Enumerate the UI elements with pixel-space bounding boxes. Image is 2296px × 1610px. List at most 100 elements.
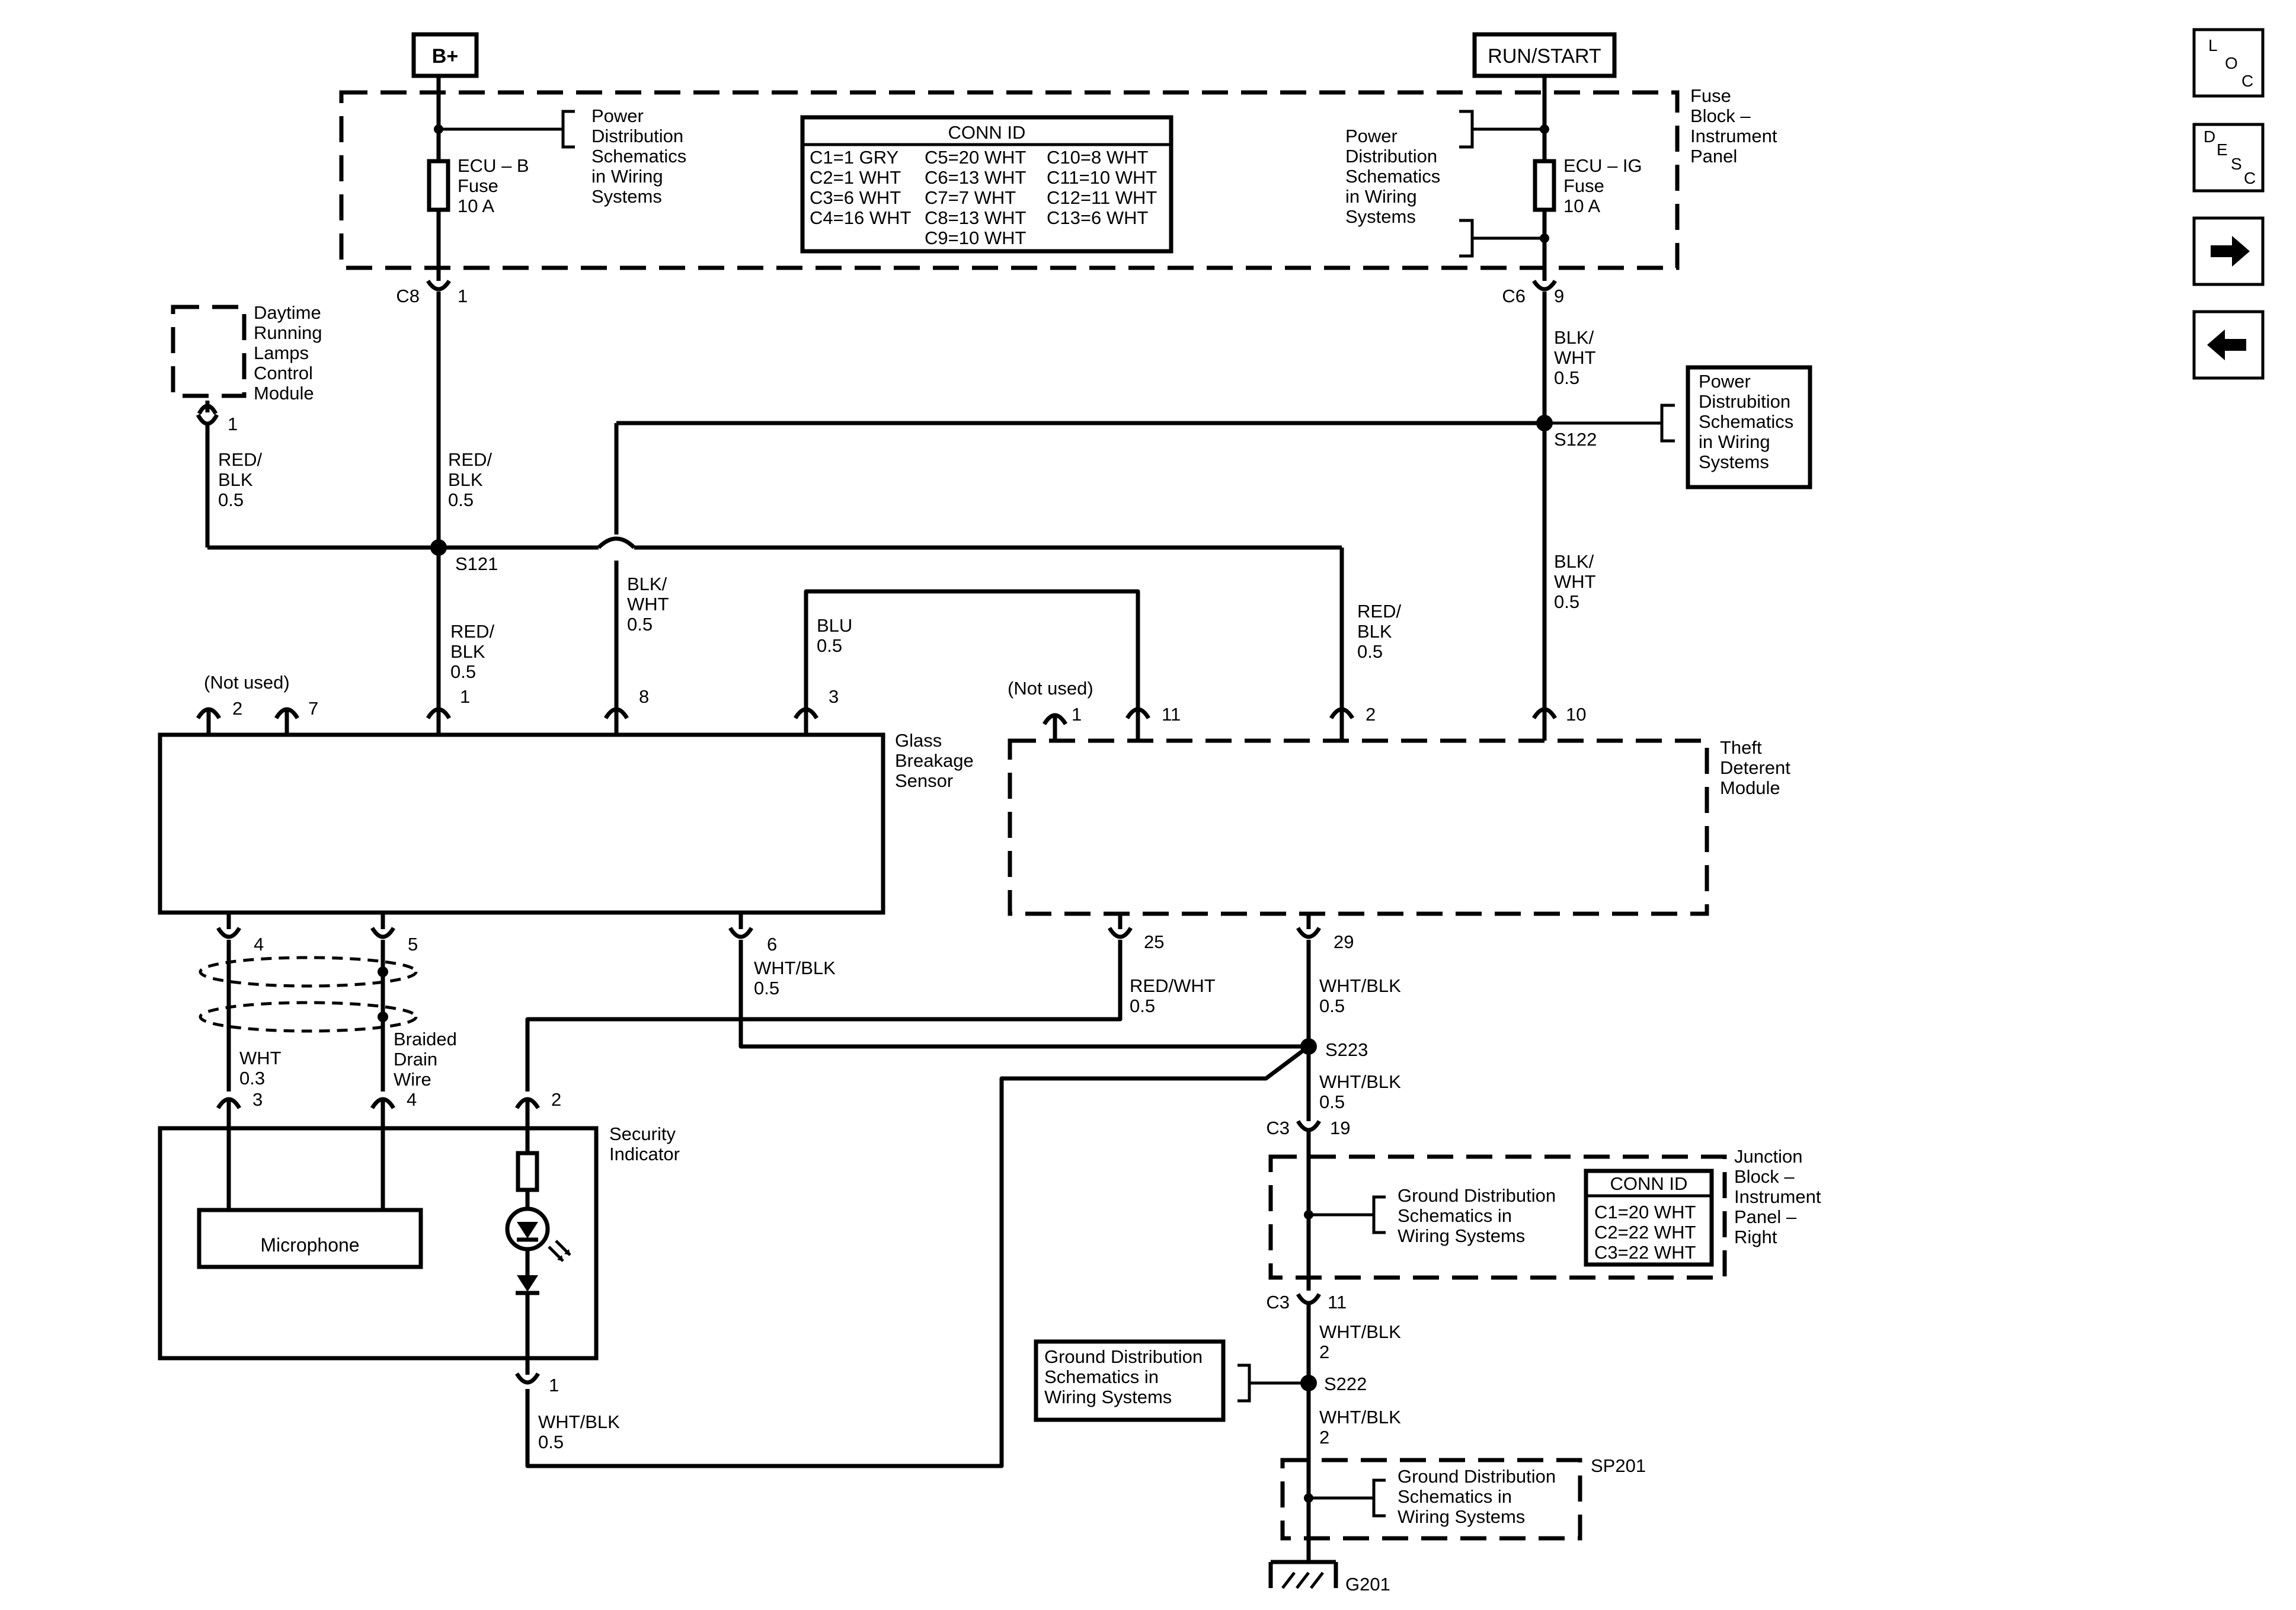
svg-text:C: C <box>2241 72 2253 90</box>
svg-text:S: S <box>2231 155 2242 173</box>
wire-blu: BLU 0.5 <box>817 615 858 656</box>
svg-text:C: C <box>2244 169 2256 187</box>
tdm-top-terminals <box>1042 707 1558 741</box>
wire-tdm25: RED/WHT 0.5 <box>1130 975 1220 1016</box>
svg-text:19: 19 <box>1330 1118 1350 1138</box>
pds-left-label: Power Distribution Schematics in Wiring … <box>591 105 692 207</box>
fuse-ecu-ig-label: ECU – IG Fuse 10 A <box>1563 155 1647 216</box>
svg-text:1: 1 <box>458 286 468 306</box>
gds-sp201: Ground Distribution Schematics in Wiring… <box>1398 1466 1561 1527</box>
drl-label: Daytime Running Lamps Control Module <box>254 302 327 404</box>
power-distribution-box: Power Distrubition Schematics in Wiring … <box>1686 365 1812 489</box>
runstart-label: RUN/START <box>1472 32 1617 78</box>
junction-conn-id: CONN ID C1=20 WHT C2=22 WHT C3=22 WHT <box>1584 1169 1714 1267</box>
svg-text:4 5 6: 4 5 6 <box>254 934 777 955</box>
theft-module-label: Theft Deterent Module <box>1720 737 1796 798</box>
fuse-ecu-b <box>427 159 450 212</box>
wire-tdm2: RED/ BLK 0.5 <box>1357 601 1406 662</box>
bplus-label: B+ <box>411 32 479 78</box>
svg-text:(Not used): (Not used) <box>204 672 290 693</box>
microphone-label: Microphone <box>260 1234 359 1256</box>
svg-text:C6: C6 <box>1502 286 1526 306</box>
svg-text:S222: S222 <box>1324 1374 1367 1394</box>
wire-drain: Braided Drain Wire <box>394 1029 462 1090</box>
svg-text:11: 11 <box>1328 1292 1347 1313</box>
svg-text:C3: C3 <box>1266 1118 1290 1138</box>
svg-text:1: 1 <box>228 414 238 434</box>
svg-text:C1=1 GRY C2=1 WHT: C1=1 GRY C2=1 WHT C3=6 WHT C4=16 WHT C5=… <box>810 147 1162 248</box>
svg-text:3 4 2: 3 4 2 <box>252 1089 561 1110</box>
prev-button[interactable] <box>2192 310 2265 380</box>
bplus-text: B+ <box>432 45 458 68</box>
svg-text:O: O <box>2225 54 2238 72</box>
svg-text:SP201: SP201 <box>1591 1455 1646 1476</box>
arrow-left-icon <box>2207 329 2246 360</box>
security-indicator-label: Security Indicator <box>609 1124 681 1164</box>
svg-text:L: L <box>2208 36 2218 55</box>
wire-c8: RED/ BLK 0.5 <box>448 449 497 510</box>
wire-s223: WHT/BLK 0.5 <box>1319 1071 1406 1112</box>
svg-text:C3: C3 <box>1266 1292 1290 1313</box>
loc-button[interactable]: L O C <box>2192 28 2265 98</box>
wire-s222: WHT/BLK 2 <box>1319 1407 1406 1448</box>
fuse-block-label: Fuse Block – Instrument Panel <box>1690 85 1782 167</box>
svg-text:S122: S122 <box>1554 429 1597 450</box>
svg-text:1 11 2 10: 1 11 2 10 <box>1072 704 1586 725</box>
svg-text:C1=20 WHT C2=22 WHT: C1=20 WHT C2=22 WHT C3=22 WHT <box>1594 1202 1700 1263</box>
glass-breakage-sensor <box>158 732 885 915</box>
sp201-block <box>1280 1458 1582 1541</box>
fuse-ecu-ig <box>1533 159 1556 212</box>
svg-text:E: E <box>2217 140 2228 159</box>
wire-gbs8: BLK/ WHT 0.5 <box>627 574 674 635</box>
desc-button[interactable]: D E S C <box>2192 123 2265 193</box>
braided-shield <box>199 956 418 1033</box>
svg-text:(Not used): (Not used) <box>1008 678 1093 699</box>
gds-s222-box: Ground Distribution Schematics in Wiring… <box>1034 1339 1226 1422</box>
svg-text:CONN ID: CONN ID <box>1610 1173 1688 1194</box>
glass-sensor-label: Glass Breakage Sensor <box>895 730 978 791</box>
svg-text:S121: S121 <box>455 553 498 574</box>
wire-tdm10: BLK/ WHT 0.5 <box>1554 551 1601 612</box>
conn-id-title: CONN ID <box>948 122 1026 143</box>
fuse-block-outline <box>339 90 1680 270</box>
wire-c3: WHT/BLK 2 <box>1319 1321 1406 1362</box>
wire-c6: BLK/ WHT 0.5 <box>1554 327 1601 388</box>
gds-junction: Ground Distribution Schematics in Wiring… <box>1398 1185 1561 1246</box>
pds-right-label: Power Distribution Schematics in Wiring … <box>1345 126 1446 227</box>
arrow-right-icon <box>2211 236 2250 267</box>
tdm-bottom-terminals <box>1107 914 1322 939</box>
svg-text:2 7 1 8 3: 2 7 1 8 3 <box>232 686 839 719</box>
wire-tdm29: WHT/BLK 0.5 <box>1319 975 1406 1016</box>
runstart-text: RUN/START <box>1488 45 1601 68</box>
theft-deterent-module <box>1008 738 1709 916</box>
gbs-top-terminals <box>196 707 819 735</box>
connector-c3-11 <box>1296 1293 1322 1305</box>
connector-c8 <box>426 279 451 292</box>
connector-c3-19 <box>1296 1120 1322 1132</box>
fuse-block-conn-id: CONN ID C1=1 GRY C2=1 WHT C3=6 WHT C4=16… <box>800 115 1173 254</box>
junction-block-label: Junction Block – Instrument Panel – Righ… <box>1734 1146 1826 1247</box>
svg-text:C8: C8 <box>396 286 420 306</box>
wire-gbs1: RED/ BLK 0.5 <box>450 621 500 682</box>
wire-sec: WHT/BLK 0.5 <box>538 1411 625 1452</box>
microphone <box>197 1208 423 1269</box>
connector-c6 <box>1532 279 1557 292</box>
svg-text:Ground Distribution Sche: Ground Distribution Schematics in Wiring… <box>1044 1346 1208 1407</box>
svg-text:Power Distrubition: Power Distrubition Schematics in Wiring … <box>1699 371 1799 472</box>
ground-label: G201 <box>1345 1574 1390 1595</box>
wire-drl: RED/ BLK 0.5 <box>218 449 267 510</box>
indicator-resistor <box>516 1151 539 1192</box>
svg-text:D: D <box>2204 127 2215 146</box>
gbs-bottom-terminals <box>216 913 754 939</box>
fuse-ecu-b-label: ECU – B Fuse 10 A <box>458 155 534 216</box>
svg-text:9: 9 <box>1554 286 1564 306</box>
wire-gbs6: WHT/BLK 0.5 <box>754 958 840 998</box>
si-top-terminals <box>216 1097 541 1128</box>
svg-text:S223: S223 <box>1325 1039 1368 1060</box>
svg-text:1: 1 <box>549 1375 559 1395</box>
wire-mic: WHT 0.3 <box>239 1048 286 1089</box>
junction-block <box>1268 1154 1727 1280</box>
svg-text:25 29: 25 29 <box>1144 932 1354 952</box>
next-button[interactable] <box>2192 216 2265 286</box>
